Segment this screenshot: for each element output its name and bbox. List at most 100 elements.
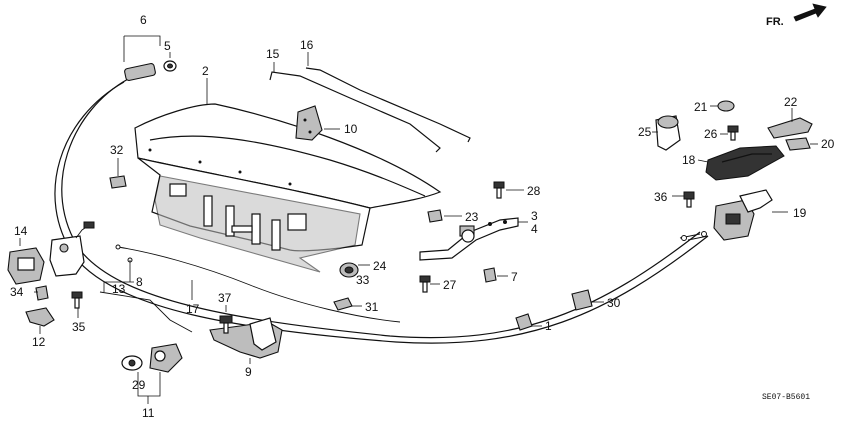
bolt-head [71, 291, 83, 299]
cable-end [115, 244, 121, 250]
callout-19: 19 [793, 206, 807, 220]
lid-hinge-box-left [169, 183, 187, 197]
callout-18: 18 [682, 153, 696, 167]
hinge-assembly-3-4 [419, 217, 519, 261]
bolt-head [419, 275, 431, 283]
callout-31: 31 [365, 300, 379, 314]
callout-28: 28 [527, 184, 541, 198]
callout-32: 32 [110, 143, 124, 157]
clip [483, 267, 497, 283]
cylinder-top [657, 115, 679, 129]
torsion-bar-16 [305, 67, 471, 143]
callout-9: 9 [245, 365, 252, 379]
grommet-hole [167, 63, 173, 69]
callout-20: 20 [821, 137, 835, 151]
callout-17: 17 [186, 302, 200, 316]
bracket [767, 117, 813, 139]
striker-12 [25, 307, 55, 327]
front-direction-marker: FR. [766, 3, 827, 28]
bolt-36 [683, 191, 695, 208]
leader-lines [19, 35, 818, 404]
seal-cover-10 [295, 105, 323, 141]
callout-14: 14 [14, 224, 28, 238]
callout-10: 10 [344, 122, 358, 136]
screw-head [727, 125, 739, 133]
connector [83, 221, 95, 229]
opener-rod-13 [99, 291, 193, 333]
cable-end-fitting [124, 63, 156, 81]
lid-hinge-box-right [287, 213, 307, 231]
cover-hole [303, 118, 307, 122]
clip [333, 297, 353, 311]
opener-lever [249, 317, 277, 351]
callout-22: 22 [784, 95, 798, 109]
callout-23: 23 [465, 210, 479, 224]
lid-slot [251, 213, 261, 245]
leader-6 [123, 35, 161, 62]
cylinder-face [154, 350, 166, 362]
callout-25: 25 [638, 125, 652, 139]
callout-34: 34 [10, 285, 24, 299]
striker [25, 307, 55, 327]
bolt-37 [219, 315, 233, 334]
lid-bumper-32 [109, 175, 127, 189]
latch-pivot [59, 243, 69, 253]
cable-end [701, 231, 707, 237]
nut [717, 100, 735, 112]
bolt-head [683, 191, 695, 200]
fr-label: FR. [766, 16, 784, 28]
screw-26 [727, 125, 739, 141]
screw-shaft [730, 131, 736, 141]
handle-highlight [721, 153, 772, 163]
hinge-hole [503, 220, 507, 224]
clip-7 [483, 267, 497, 283]
bolt-shaft [74, 297, 80, 309]
clip [571, 289, 593, 311]
callout-30: 30 [607, 296, 621, 310]
bolt-shaft [496, 187, 502, 199]
cable-end-6 [124, 60, 177, 81]
latch-body [49, 235, 85, 277]
callout-numbers: 6 5 2 15 16 10 32 28 23 3 4 7 27 24 33 3… [10, 13, 835, 420]
callout-36: 36 [654, 190, 668, 204]
lid-slot [203, 195, 213, 227]
release-cables [54, 77, 709, 344]
callout-16: 16 [300, 38, 314, 52]
grommet-24-33 [339, 262, 359, 278]
callout-29: 29 [132, 378, 146, 392]
callout-2: 2 [202, 64, 209, 78]
callout-11: 11 [142, 406, 155, 420]
cable-8-rod [117, 246, 401, 323]
bumpers [109, 175, 443, 223]
gasket-hole [128, 359, 136, 367]
callout-35: 35 [72, 320, 86, 334]
callout-8: 8 [136, 275, 143, 289]
lid-hole [198, 160, 202, 164]
lid-crease [149, 135, 426, 197]
latch-motor [725, 213, 741, 225]
opener-9 [209, 317, 283, 359]
handle-18 [705, 145, 785, 181]
leader-8-13 [103, 260, 134, 292]
callout-7: 7 [511, 270, 518, 284]
bolt-shaft [686, 198, 692, 208]
bolt-35 [71, 291, 83, 309]
callout-12: 12 [32, 335, 46, 349]
lid-hole [288, 182, 292, 186]
callout-24: 24 [373, 259, 387, 273]
handle [705, 145, 785, 181]
lid-bumper-23 [427, 209, 443, 223]
bolt-28 [493, 181, 505, 199]
hinge-hole [488, 222, 492, 226]
callout-21: 21 [694, 100, 708, 114]
callout-1: 1 [545, 319, 552, 333]
clip-34 [35, 285, 49, 301]
pad-20 [785, 137, 811, 151]
callout-15: 15 [266, 47, 280, 61]
callout-13: 13 [112, 282, 126, 296]
latch-19 [713, 189, 773, 241]
lid-slot [225, 205, 235, 237]
nut-21 [717, 100, 735, 112]
cylinder-25 [655, 115, 681, 151]
cable-17-upper [61, 77, 701, 339]
